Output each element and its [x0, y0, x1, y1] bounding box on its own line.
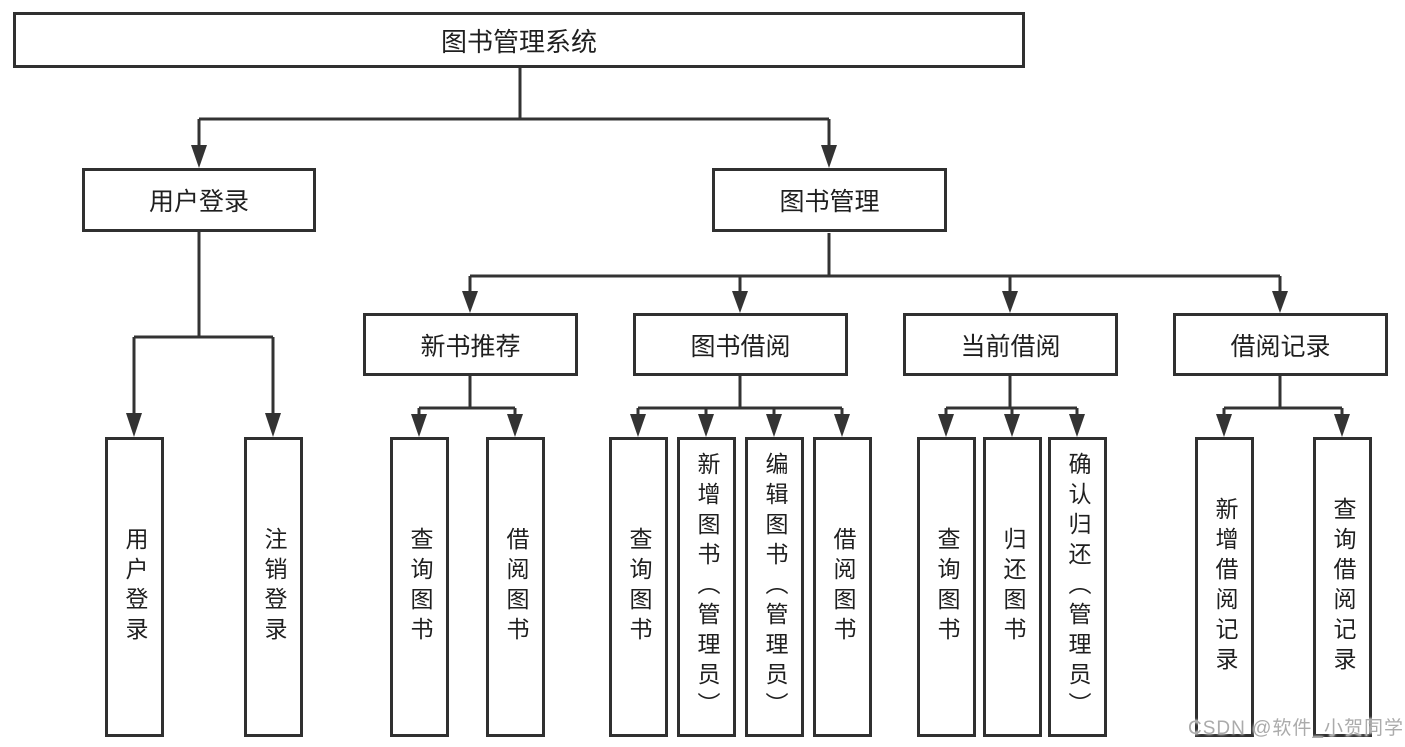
node-current-borrow: 当前借阅	[903, 313, 1118, 376]
node-borrow-record-label: 借阅记录	[1230, 332, 1331, 361]
arrowhead-leaf-query-book-3	[938, 414, 954, 437]
arrowhead-book-management	[821, 145, 837, 168]
arrowhead-new-book-recommend	[462, 291, 478, 313]
leaf-query-book-under-borrow-label: 查询图书	[626, 527, 652, 647]
arrowhead-leaf-return-book	[1004, 414, 1020, 437]
arrowhead-leaf-logout	[265, 413, 281, 437]
leaf-query-book-under-recommend: 查询图书	[390, 437, 449, 737]
leaf-query-book-under-current-label: 查询图书	[934, 527, 960, 647]
leaf-logout-label: 注销登录	[261, 527, 287, 647]
leaf-borrow-book-under-recommend-label: 借阅图书	[503, 527, 529, 647]
leaf-edit-book-admin: 编辑图书（管理员）	[745, 437, 804, 737]
leaf-add-borrow-record: 新增借阅记录	[1195, 437, 1254, 737]
node-library-management-system: 图书管理系统	[13, 12, 1025, 68]
node-borrow-record: 借阅记录	[1173, 313, 1388, 376]
leaf-return-book: 归还图书	[983, 437, 1042, 737]
leaf-user-login-label: 用户登录	[122, 527, 148, 647]
leaf-query-borrow-record: 查询借阅记录	[1313, 437, 1372, 737]
leaf-confirm-return-admin-label: 确认归还（管理员）	[1065, 452, 1091, 722]
node-book-management-label: 图书管理	[779, 188, 880, 216]
node-book-borrow: 图书借阅	[633, 313, 848, 376]
csdn-watermark: CSDN @软件_小贺同学	[1188, 718, 1404, 739]
node-book-management: 图书管理	[712, 168, 947, 232]
connector-level3-to-leaves	[417, 376, 1344, 416]
leaf-return-book-label: 归还图书	[1000, 527, 1026, 647]
arrowhead-leaf-user-login	[126, 413, 142, 437]
arrowhead-leaf-edit-book	[766, 414, 782, 437]
arrowhead-leaf-query-borrow-record	[1334, 414, 1350, 437]
node-new-book-recommend-label: 新书推荐	[420, 332, 521, 361]
leaf-borrow-book-under-borrow: 借阅图书	[813, 437, 872, 737]
arrowhead-leaf-confirm-return	[1069, 414, 1085, 437]
arrowhead-leaf-borrow-book-1	[507, 414, 523, 437]
node-book-borrow-label: 图书借阅	[690, 332, 791, 361]
leaf-query-borrow-record-label: 查询借阅记录	[1330, 497, 1356, 677]
leaf-borrow-book-under-borrow-label: 借阅图书	[830, 527, 856, 647]
leaf-confirm-return-admin: 确认归还（管理员）	[1048, 437, 1107, 737]
arrowhead-current-borrow	[1002, 291, 1018, 313]
connector-book-management-to-level3	[468, 233, 1282, 294]
arrowhead-leaf-add-borrow-record	[1216, 414, 1232, 437]
arrowhead-book-borrow	[732, 291, 748, 313]
arrowhead-leaf-add-book	[698, 414, 714, 437]
connector-root-to-level2	[197, 67, 831, 147]
arrowhead-leaf-query-book-2	[630, 414, 646, 437]
node-library-management-system-label: 图书管理系统	[440, 26, 597, 57]
leaf-query-book-under-current: 查询图书	[917, 437, 976, 737]
arrowhead-leaf-query-book-1	[411, 414, 427, 437]
leaf-logout: 注销登录	[244, 437, 303, 737]
leaf-add-book-admin-label: 新增图书（管理员）	[694, 452, 720, 722]
node-new-book-recommend: 新书推荐	[363, 313, 578, 376]
arrowhead-leaf-borrow-book-2	[834, 414, 850, 437]
leaf-add-borrow-record-label: 新增借阅记录	[1212, 497, 1238, 677]
arrowhead-borrow-record	[1272, 291, 1288, 313]
leaf-borrow-book-under-recommend: 借阅图书	[486, 437, 545, 737]
leaf-edit-book-admin-label: 编辑图书（管理员）	[762, 452, 788, 722]
node-current-borrow-label: 当前借阅	[960, 332, 1061, 361]
node-user-login: 用户登录	[82, 168, 316, 232]
leaf-add-book-admin: 新增图书（管理员）	[677, 437, 736, 737]
connector-user-login-to-leaves	[132, 232, 275, 416]
leaf-query-book-under-recommend-label: 查询图书	[407, 527, 433, 647]
leaf-user-login: 用户登录	[105, 437, 164, 737]
leaf-query-book-under-borrow: 查询图书	[609, 437, 668, 737]
arrowhead-user-login	[191, 145, 207, 168]
node-user-login-label: 用户登录	[148, 188, 249, 216]
